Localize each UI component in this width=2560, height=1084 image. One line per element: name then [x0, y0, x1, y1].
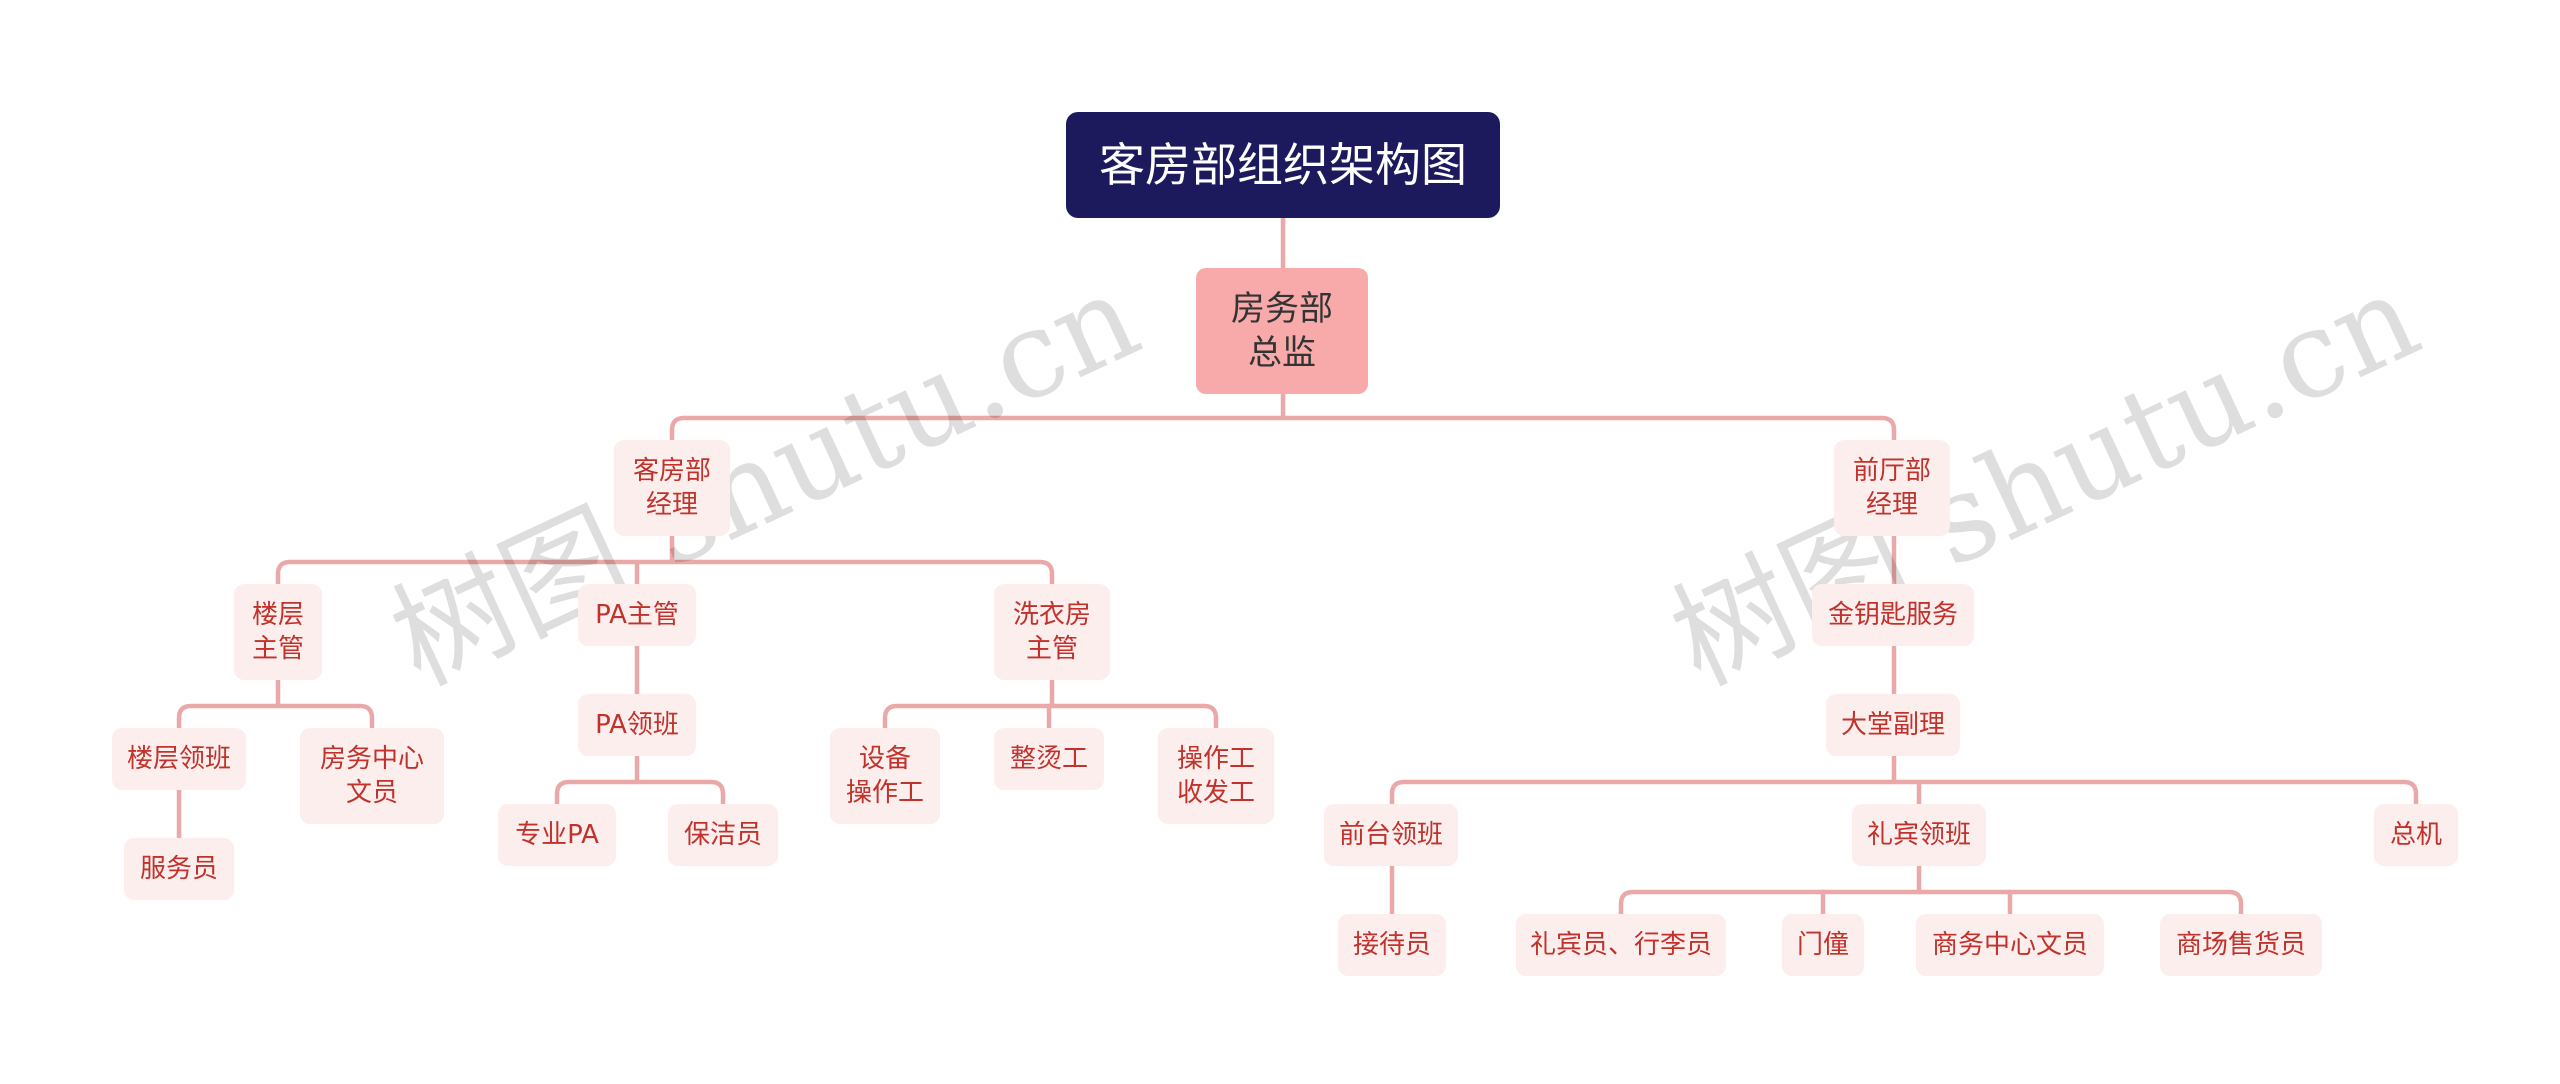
node-concierge-leader[interactable]: 礼宾领班 — [1852, 804, 1986, 866]
node-shop-clerk[interactable]: 商场售货员 — [2160, 914, 2322, 976]
node-business-center-clerk[interactable]: 商务中心文员 — [1916, 914, 2104, 976]
connector-line — [554, 779, 726, 807]
node-attendant[interactable]: 服务员 — [124, 838, 234, 900]
node-label-line: 房务部 — [1231, 289, 1333, 329]
node-label-line: 洗衣房 — [1012, 600, 1091, 630]
node-pro-pa[interactable]: 专业PA — [498, 804, 616, 866]
node-label-line: 专业PA — [515, 820, 599, 850]
node-label-line: 楼层 — [251, 600, 304, 630]
node-label-line: 楼层领班 — [126, 744, 231, 774]
node-equipment-operator[interactable]: 设备操作工 — [830, 728, 940, 824]
node-pa-leader[interactable]: PA领班 — [578, 694, 696, 756]
node-label-line: 门僮 — [1796, 930, 1849, 960]
node-label-line: 前台领班 — [1338, 820, 1443, 850]
node-label-line: 保洁员 — [683, 820, 762, 850]
node-cleaner[interactable]: 保洁员 — [668, 804, 778, 866]
node-label-line: 客房部 — [632, 456, 711, 486]
node-label-line: 前厅部 — [1852, 456, 1931, 486]
connector-line — [1618, 889, 2244, 917]
node-receptionist[interactable]: 接待员 — [1338, 914, 1446, 976]
node-ironing-worker[interactable]: 整烫工 — [994, 728, 1104, 790]
node-laundry-supervisor[interactable]: 洗衣房主管 — [994, 584, 1110, 680]
node-director[interactable]: 房务部总监 — [1196, 268, 1368, 394]
node-operator[interactable]: 总机 — [2374, 804, 2458, 866]
node-label-line: 收发工 — [1176, 778, 1255, 808]
node-label-line: 商场售货员 — [2175, 930, 2306, 960]
node-label-line: 操作工 — [845, 778, 924, 808]
node-floor-supervisor[interactable]: 楼层主管 — [234, 584, 322, 680]
node-label-line: 主管 — [251, 634, 304, 664]
node-label-line: 经理 — [1865, 490, 1918, 520]
node-front-office-manager[interactable]: 前厅部经理 — [1834, 440, 1950, 536]
node-label-line: 服务员 — [139, 854, 218, 884]
connector-line — [275, 559, 1055, 587]
node-label-line: 总监 — [1248, 333, 1316, 373]
node-label-line: 主管 — [1025, 634, 1078, 664]
node-label-line: 文员 — [345, 778, 398, 808]
node-housekeeping-manager[interactable]: 客房部经理 — [614, 440, 730, 536]
connector-line — [176, 703, 375, 731]
node-label-line: PA主管 — [595, 600, 679, 630]
node-bellman[interactable]: 礼宾员、行李员 — [1516, 914, 1726, 976]
node-pa-supervisor[interactable]: PA主管 — [578, 584, 696, 646]
node-label-line: 接待员 — [1352, 930, 1431, 960]
node-label-line: 礼宾领班 — [1866, 820, 1971, 850]
node-lobby-manager[interactable]: 大堂副理 — [1826, 694, 1960, 756]
node-label-line: 操作工 — [1176, 744, 1255, 774]
node-label-line: 经理 — [645, 490, 698, 520]
node-label-line: 总机 — [2389, 820, 2442, 850]
connector-line — [669, 415, 1897, 443]
node-operator-dispatch[interactable]: 操作工收发工 — [1158, 728, 1274, 824]
node-label-line: 金钥匙服务 — [1827, 600, 1958, 630]
node-floor-leader[interactable]: 楼层领班 — [112, 728, 246, 790]
node-label-line: 商务中心文员 — [1931, 930, 2088, 960]
node-doorman[interactable]: 门僮 — [1782, 914, 1864, 976]
node-front-desk-leader[interactable]: 前台领班 — [1324, 804, 1458, 866]
node-label-line: 房务中心 — [319, 744, 424, 774]
node-room-center-clerk[interactable]: 房务中心文员 — [300, 728, 444, 824]
node-label-line: 大堂副理 — [1840, 710, 1945, 740]
node-label-line: PA领班 — [595, 710, 679, 740]
node-golden-key[interactable]: 金钥匙服务 — [1812, 584, 1974, 646]
node-label-line: 设备 — [858, 744, 911, 774]
chart-title: 客房部组织架构图 — [1066, 112, 1500, 218]
node-label-line: 整烫工 — [1009, 744, 1088, 774]
node-label-line: 礼宾员、行李员 — [1529, 930, 1712, 960]
connector-line — [1389, 779, 2419, 807]
